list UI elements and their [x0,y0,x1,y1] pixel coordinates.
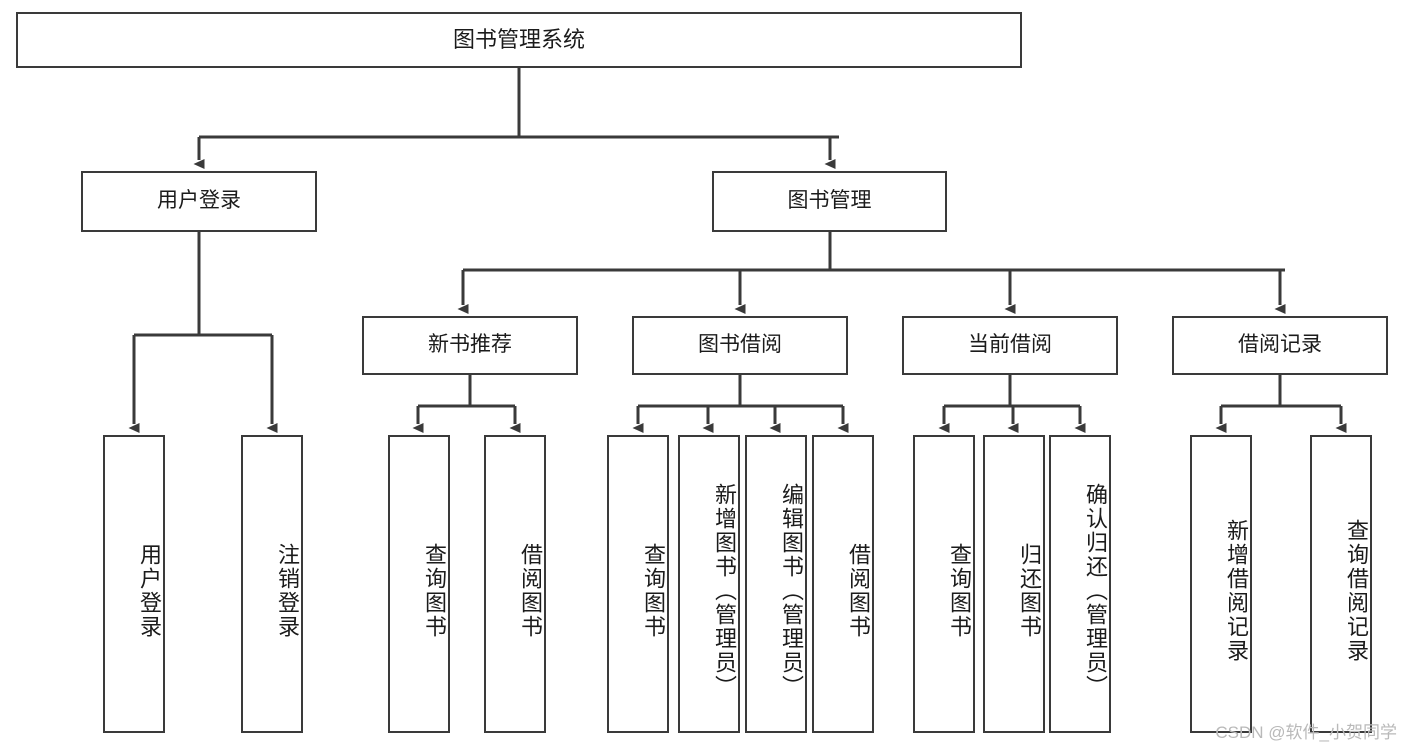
node-book-manage-label: 图书管理 [787,189,872,213]
node-leaf-user-logout[interactable]: 注销登录 [241,435,303,733]
node-current-borrow-label: 当前借阅 [968,333,1052,357]
node-borrow-record-label: 借阅记录 [1238,333,1322,357]
node-leaf-add-record[interactable]: 新增借阅记录 [1190,435,1252,733]
node-leaf-user-login-label: 用户登录 [137,543,162,639]
node-root-label: 图书管理系统 [452,27,585,53]
node-leaf-borrow-book-1-label: 借阅图书 [518,543,543,639]
node-book-borrow[interactable]: 图书借阅 [632,316,848,375]
node-leaf-edit-book-label: 编辑图书（管理员） [779,483,804,699]
node-leaf-borrow-book-2-label: 借阅图书 [846,543,871,639]
node-user-login-label: 用户登录 [157,189,241,213]
node-leaf-confirm-return[interactable]: 确认归还（管理员） [1049,435,1111,733]
node-leaf-user-login[interactable]: 用户登录 [103,435,165,733]
node-borrow-record[interactable]: 借阅记录 [1172,316,1388,375]
node-leaf-query-book-3-label: 查询图书 [947,543,972,639]
node-root[interactable]: 图书管理系统 [16,12,1022,68]
node-leaf-query-book-3[interactable]: 查询图书 [913,435,975,733]
node-leaf-confirm-return-label: 确认归还（管理员） [1083,483,1108,699]
node-leaf-user-logout-label: 注销登录 [275,543,300,639]
node-book-manage[interactable]: 图书管理 [712,171,947,232]
node-leaf-borrow-book-2[interactable]: 借阅图书 [812,435,874,733]
node-leaf-return-book-label: 归还图书 [1017,543,1042,639]
watermark: CSDN @软件_小贺同学 [1215,723,1397,742]
node-leaf-query-record-label: 查询借阅记录 [1344,519,1369,663]
node-new-book-recommend-label: 新书推荐 [428,333,512,357]
node-leaf-borrow-book-1[interactable]: 借阅图书 [484,435,546,733]
node-leaf-add-record-label: 新增借阅记录 [1224,519,1249,663]
node-leaf-edit-book[interactable]: 编辑图书（管理员） [745,435,807,733]
node-user-login[interactable]: 用户登录 [81,171,317,232]
node-leaf-query-book-1[interactable]: 查询图书 [388,435,450,733]
node-book-borrow-label: 图书借阅 [698,333,782,357]
node-current-borrow[interactable]: 当前借阅 [902,316,1118,375]
node-leaf-add-book[interactable]: 新增图书（管理员） [678,435,740,733]
node-leaf-query-book-1-label: 查询图书 [422,543,447,639]
node-leaf-query-book-2-label: 查询图书 [641,543,666,639]
node-leaf-query-record[interactable]: 查询借阅记录 [1310,435,1372,733]
node-leaf-add-book-label: 新增图书（管理员） [712,483,737,699]
node-leaf-return-book[interactable]: 归还图书 [983,435,1045,733]
node-new-book-recommend[interactable]: 新书推荐 [362,316,578,375]
node-leaf-query-book-2[interactable]: 查询图书 [607,435,669,733]
